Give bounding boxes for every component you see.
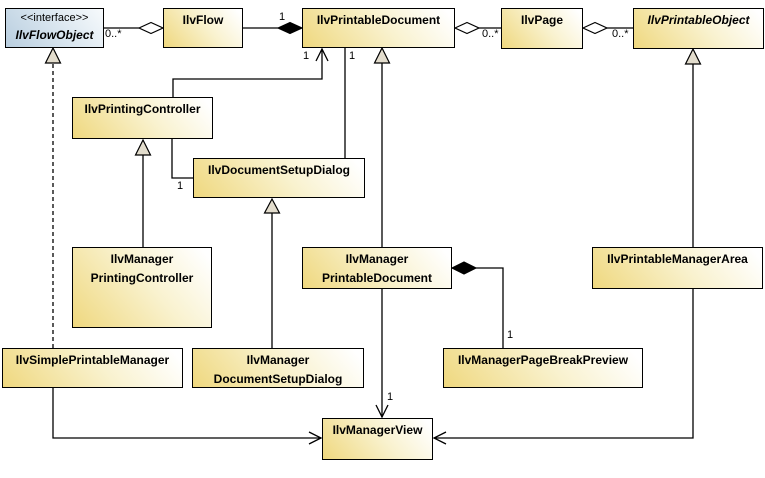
multiplicity-pages: 0..*	[482, 28, 499, 40]
class-name-label: IlvDocumentSetupDialog	[207, 163, 350, 177]
class-name-label: IlvPrintableDocument	[316, 13, 441, 27]
class-name-label: IlvManagerPageBreakPreview	[457, 353, 629, 367]
class-name-label: IlvPrintingController	[84, 102, 201, 116]
class-ilv-simple-printable-manager: IlvSimplePrintableManager	[2, 348, 183, 388]
class-name-label: IlvPrintableObject	[647, 13, 750, 27]
class-ilv-manager-printable-document: IlvManager PrintableDocument	[302, 247, 452, 289]
class-name-label: IlvFlowObject	[15, 28, 94, 42]
class-name-label: DocumentSetupDialog	[213, 372, 343, 386]
edge-simplemanager-managerview-association	[52, 388, 323, 445]
class-ilv-printable-document: IlvPrintableDocument	[302, 8, 455, 48]
edge-flow-document-composition	[243, 21, 304, 35]
class-ilv-flow: IlvFlow	[163, 8, 243, 48]
edge-printablemanagerarea-generalization	[684, 47, 702, 247]
edge-page-printableobject-aggregation	[581, 21, 633, 35]
class-ilv-manager-printing-controller: IlvManager PrintingController	[72, 247, 212, 328]
edge-managerdocument-pagebreak-composition	[450, 261, 504, 348]
class-ilv-printable-manager-area: IlvPrintableManagerArea	[592, 247, 763, 289]
multiplicity-flow-objects: 0..*	[105, 28, 122, 40]
class-name-label: IlvSimplePrintableManager	[15, 353, 170, 367]
class-name-label: IlvManagerView	[332, 423, 423, 437]
class-ilv-document-setup-dialog: IlvDocumentSetupDialog	[193, 158, 365, 198]
edge-managersetupdialog-generalization	[263, 197, 281, 348]
class-ilv-printable-object: IlvPrintableObject	[633, 8, 764, 49]
edge-document-page-aggregation	[453, 21, 501, 35]
edge-managerdocument-managerview-association	[375, 289, 389, 419]
class-name-label: IlvFlow	[182, 13, 224, 27]
multiplicity-page-break-preview: 1	[507, 329, 514, 341]
edge-printingcontroller-setupdialog-association	[171, 139, 193, 179]
multiplicity-controller-dialog: 1	[177, 180, 184, 192]
class-ilv-manager-document-setup-dialog: IlvManager DocumentSetupDialog	[192, 348, 364, 388]
class-name-label: IlvManager	[345, 252, 409, 266]
stereotype-label: <<interface>>	[20, 12, 89, 24]
class-ilv-manager-view: IlvManagerView	[322, 418, 433, 460]
multiplicity-dialog-document: 1	[349, 50, 356, 62]
multiplicity-printable-objects: 0..*	[612, 28, 629, 40]
class-name-label: IlvPrintableManagerArea	[607, 252, 748, 266]
edge-simpleprintablemanager-flowobject-realization	[44, 46, 62, 348]
class-name-label: PrintableDocument	[321, 271, 432, 285]
multiplicity-controller-document: 1	[303, 50, 310, 62]
class-name-label: IlvManager	[246, 353, 310, 367]
class-ilv-printing-controller: IlvPrintingController	[72, 97, 213, 139]
class-name-label: IlvPage	[520, 13, 564, 27]
edge-managerprintabledocument-generalization	[373, 46, 391, 247]
multiplicity-flow-in-document: 1	[279, 11, 286, 23]
class-ilv-manager-page-break-preview: IlvManagerPageBreakPreview	[443, 348, 643, 388]
edge-managerarea-managerview-association	[432, 289, 694, 445]
edge-managerprintingcontroller-generalization	[134, 138, 152, 247]
multiplicity-document-view: 1	[387, 391, 394, 403]
class-ilv-flow-object: <<interface>> IlvFlowObject	[5, 8, 104, 48]
class-name-label: PrintingController	[90, 271, 194, 285]
class-ilv-page: IlvPage	[501, 8, 583, 49]
class-name-label: IlvManager	[110, 252, 174, 266]
edge-printingcontroller-document-association	[172, 47, 329, 97]
